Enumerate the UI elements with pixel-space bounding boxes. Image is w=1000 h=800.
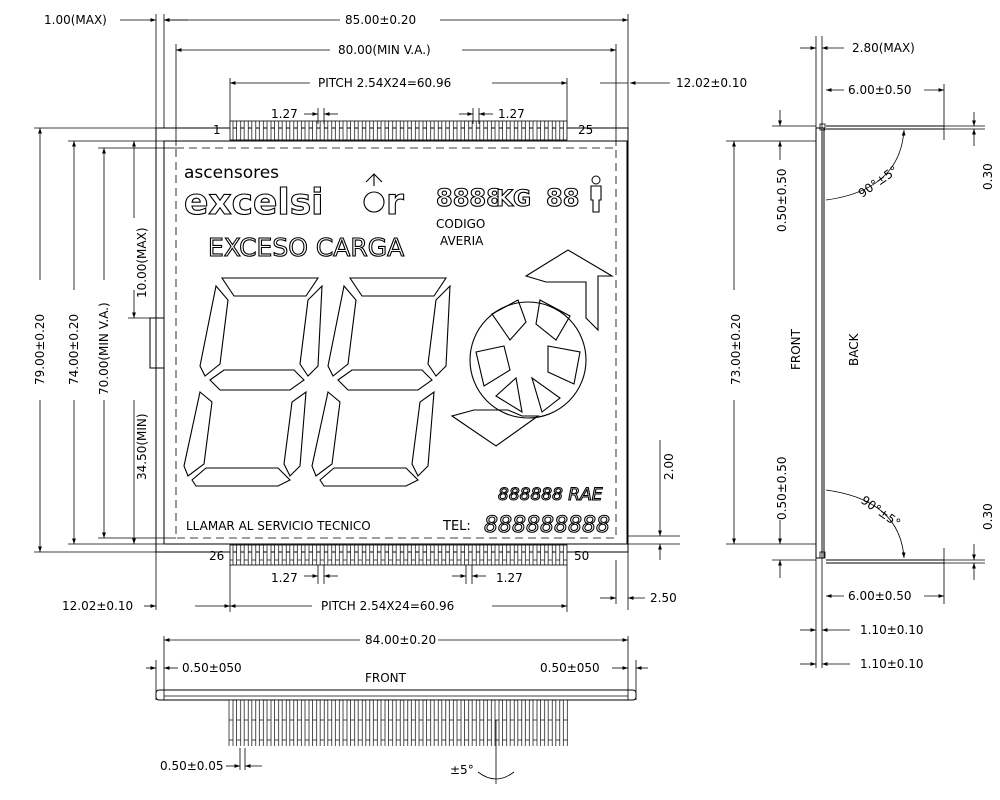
side-back-label: BACK [847,332,861,366]
dim-2-00: 2.00 [662,453,676,480]
dim-right-offset-top: 12.02±0.10 [676,76,747,90]
floor-digit-2 [311,277,451,487]
floor-digit-1 [183,277,323,487]
codigo-label: CODIGO [436,217,485,231]
weight-unit: KG [496,187,531,212]
brand-end: r [386,182,404,223]
side-front-label: FRONT [789,328,803,370]
bottom-front-label: FRONT [365,671,407,685]
dim-va-width: 80.00(MIN V.A.) [338,43,431,57]
side-dim-110-b: 1.10±0.10 [860,657,924,671]
bottom-pin-width: 0.50±0.05 [160,759,224,773]
model-label: 888888 RAE [498,485,603,505]
bottom-left-pad: 0.50±050 [182,661,242,675]
exceso-carga: EXCESO CARGA [208,233,404,262]
front-view: 1 25 26 50 1.00(MAX) 85.00±0.20 80.00(MI… [33,13,747,613]
bottom-right-pad: 0.50±050 [540,661,600,675]
dim-pitch-bot: PITCH 2.54X24=60.96 [321,599,454,613]
pin-25-label: 25 [578,123,593,137]
pin-50-label: 50 [574,549,589,563]
tel-label: TEL: [442,519,471,534]
dim-overall-width: 85.00±0.20 [345,13,416,27]
dim-left-offset-bot: 12.02±0.10 [62,599,133,613]
side-pin-len-top: 6.00±0.50 [848,83,912,97]
tel-digits: 888888888 [484,513,610,538]
side-pin-len-bot: 6.00±0.50 [848,589,912,603]
dim-2-50: 2.50 [650,591,677,605]
side-thickness: 2.80(MAX) [852,41,915,55]
llamar-label: LLAMAR AL SERVICIO TECNICO [186,519,371,533]
side-dim-110-a: 1.10±0.10 [860,623,924,637]
side-angle-bot: 90°±5° [858,493,903,530]
bottom-view: 84.00±0.20 0.50±050 0.50±050 FRONT 0.50±… [146,633,648,784]
side-angle-top: 90°±5° [856,163,901,200]
pin-26-label: 26 [209,549,224,563]
weight-digits: 8888 [436,184,503,212]
dim-max-10-00: 10.00(MAX) [135,228,149,299]
direction-indicator-icon [450,249,615,447]
dim-pin-pitch-top-right: 1.27 [498,107,525,121]
dim-top-max: 1.00(MAX) [44,13,107,27]
bottom-angle: ±5° [450,763,474,777]
averia-label: AVERIA [440,234,484,248]
side-height: 73.00±0.20 [729,314,743,385]
dim-pin-pitch-bot-left: 1.27 [271,571,298,585]
side-dim-030-bot: 0.30 [981,503,995,530]
bottom-width: 84.00±0.20 [365,633,436,647]
side-dim-030-top: 0.30 [981,163,995,190]
dim-min-34-50: 34.50(MIN) [135,413,149,480]
person-icon [590,175,602,213]
dim-height-74: 74.00±0.20 [67,314,81,385]
dim-pitch-top: PITCH 2.54X24=60.96 [318,76,451,90]
dim-overall-height: 79.00±0.20 [33,314,47,385]
lcd-display: ascensores excelsi r 8888 KG 88 CODIGO A… [183,163,615,539]
dim-pin-pitch-bot-right: 1.27 [496,571,523,585]
dim-pin-pitch-top-left: 1.27 [271,107,298,121]
persons-digits: 88 [546,184,579,212]
brand-large: excelsi [184,182,324,223]
brand-small: ascensores [184,163,279,183]
dim-va-height: 70.00(MIN V.A.) [97,302,111,395]
pin-1-label: 1 [213,123,221,137]
side-offset-top: 0.50±0.50 [775,169,789,233]
side-offset-bot: 0.50±0.50 [775,457,789,521]
brand-o-icon [363,173,385,213]
side-view: 2.80(MAX) 6.00±0.50 6.00±0.50 0.30 0.30 … [726,36,995,671]
